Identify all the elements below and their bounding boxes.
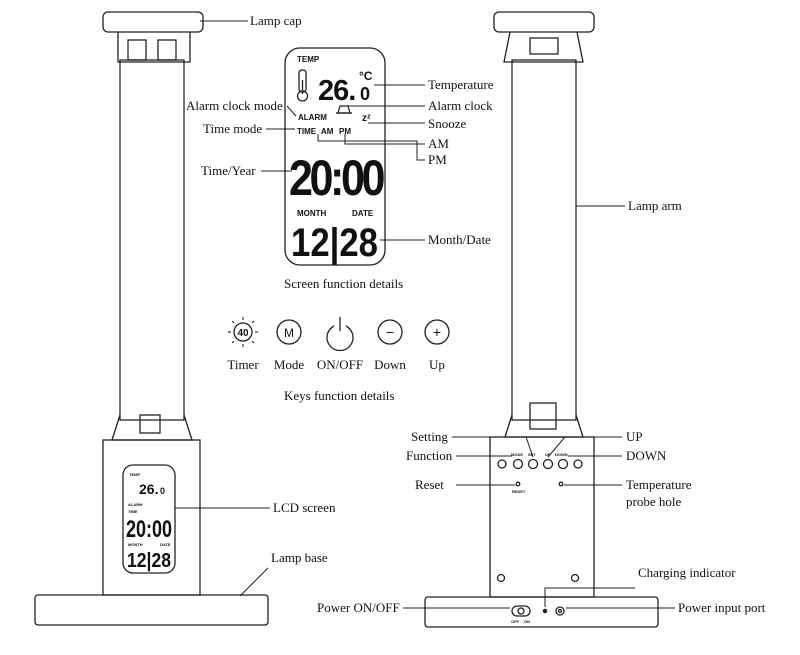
lcd-pm-text: PM (339, 127, 351, 136)
label-down: DOWN (626, 448, 667, 463)
label-power-on-off: Power ON/OFF (317, 600, 400, 615)
label-am: AM (428, 136, 449, 151)
key-label-timer: Timer (227, 357, 259, 372)
power-switch[interactable] (511, 605, 531, 617)
lcd-temp-value: 26. (318, 75, 355, 107)
label-lcd-screen: LCD screen (273, 500, 336, 515)
back-lamp (424, 11, 659, 628)
small-lcd-alarm: ALARM (128, 502, 143, 507)
label-power-input-port: Power input port (678, 600, 766, 615)
small-lcd-temp-label: TEMP (129, 472, 140, 477)
lcd-temp-unit: °C (359, 69, 373, 83)
screw-icon (496, 573, 506, 583)
lcd-time-value: 20:00 (289, 150, 384, 206)
timer-key-glyph: 40 (237, 328, 249, 339)
key-label-down: Down (374, 357, 406, 372)
screw-icon (570, 573, 580, 583)
small-lcd-temp-value: 26. (139, 481, 158, 497)
front-lcd-screen (122, 464, 176, 574)
label-temperature-probe-2: probe hole (626, 494, 682, 509)
lcd-date-label: DATE (352, 209, 374, 218)
back-reset-text: RESET (512, 489, 526, 494)
up-key-icon (424, 319, 450, 345)
mode-key-glyph: M (284, 326, 294, 340)
back-lamp-cap (493, 11, 595, 33)
down-key-icon (377, 319, 403, 345)
label-reset: Reset (415, 477, 444, 492)
lcd-texts: TEMP 26. 0 °C ALARM zᶻ TIME AM PM 20:00 … (126, 55, 568, 624)
key-label-up: Up (429, 357, 445, 372)
lcd-month-date-value: 12|28 (291, 221, 378, 265)
small-lcd-time: TIME (128, 509, 138, 514)
back-lamp-arm (511, 59, 577, 421)
caption-screen-details: Screen function details (284, 276, 404, 291)
label-temperature: Temperature (428, 77, 494, 92)
keys-row (228, 317, 450, 352)
label-lamp-base: Lamp base (271, 550, 328, 565)
lcd-time-text: TIME (297, 127, 317, 136)
back-buttons (497, 458, 583, 470)
back-up-button[interactable] (542, 458, 554, 470)
label-temperature-probe-1: Temperature (626, 477, 692, 492)
label-function: Function (406, 448, 453, 463)
down-key-glyph: − (386, 324, 394, 340)
caption-keys-details: Keys function details (284, 388, 395, 403)
lcd-am-text: AM (321, 127, 334, 136)
label-pm: PM (428, 152, 447, 167)
label-charging-indicator: Charging indicator (638, 565, 736, 580)
back-lamp-base-pillar (489, 436, 595, 598)
timer-key-icon (228, 317, 258, 347)
small-lcd-temp-decimal: 0 (160, 486, 165, 496)
alarm-bell-icon (336, 105, 352, 114)
back-set-button[interactable] (527, 458, 539, 470)
screen-detail-lcd (284, 47, 386, 266)
lcd-snooze-symbol: zᶻ (362, 113, 371, 124)
lcd-alarm-text: ALARM (298, 113, 327, 122)
back-label-mode: MODE (511, 452, 523, 457)
reset-hole[interactable] (515, 481, 521, 487)
back-label-up: UP (545, 452, 551, 457)
label-time-mode: Time mode (203, 121, 263, 136)
label-month-date: Month/Date (428, 232, 491, 247)
label-setting: Setting (411, 429, 448, 444)
label-lamp-arm: Lamp arm (628, 198, 682, 213)
back-side-button[interactable] (497, 459, 507, 469)
label-alarm-clock: Alarm clock (428, 98, 493, 113)
front-lamp-cap (102, 11, 204, 33)
lcd-temp-label: TEMP (297, 55, 320, 64)
label-up: UP (626, 429, 643, 444)
label-alarm-clock-mode: Alarm clock mode (186, 98, 283, 113)
label-time-year: Time/Year (201, 163, 256, 178)
mode-key-icon (276, 319, 302, 345)
back-side-button-2[interactable] (573, 459, 583, 469)
leader-lines (175, 20, 675, 609)
thermometer-icon (296, 69, 309, 102)
switch-off-text: OFF (511, 619, 520, 624)
temperature-probe-hole (558, 481, 564, 487)
key-label-mode: Mode (273, 357, 305, 372)
front-lamp-arm (119, 59, 185, 421)
back-down-button[interactable] (557, 458, 569, 470)
front-lamp (34, 11, 450, 626)
switch-on-text: ON (524, 619, 530, 624)
lcd-month-label: MONTH (297, 209, 327, 218)
lcd-temp-decimal: 0 (360, 84, 370, 104)
small-lcd-month-date: 12|28 (127, 550, 171, 572)
label-snooze: Snooze (428, 116, 467, 131)
front-lamp-base-plate (34, 594, 269, 626)
small-lcd-month: MONTH (128, 542, 143, 547)
power-key-icon (326, 317, 354, 352)
small-lcd-time-value: 20:00 (126, 516, 172, 543)
label-lamp-cap: Lamp cap (250, 13, 302, 28)
up-key-glyph: + (433, 324, 441, 340)
back-mode-button[interactable] (512, 458, 524, 470)
power-input-port[interactable] (555, 606, 565, 616)
small-lcd-date: DATE (160, 542, 171, 547)
back-lamp-base-plate (424, 596, 659, 628)
charging-indicator-light (542, 608, 548, 614)
key-label-on-off: ON/OFF (316, 357, 364, 372)
back-label-down: DOWN (555, 452, 568, 457)
back-label-set: SET (528, 452, 536, 457)
